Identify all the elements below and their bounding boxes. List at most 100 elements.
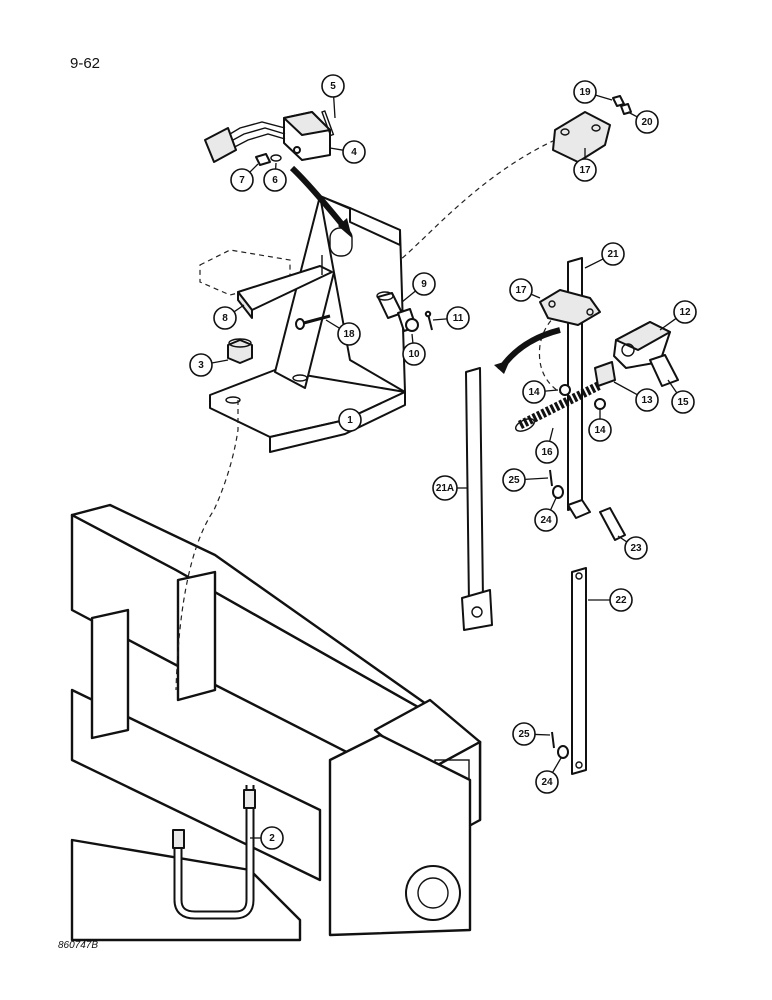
callout-number: 11	[453, 313, 464, 324]
u-bolt	[172, 785, 256, 920]
callout-19: 19	[573, 80, 613, 104]
callout-14: 14	[522, 380, 559, 404]
callout-7: 7	[230, 163, 259, 192]
callout-13: 13	[613, 381, 659, 412]
callout-number: 25	[518, 729, 530, 740]
callout-2: 2	[250, 826, 284, 850]
callout-number: 6	[272, 175, 278, 186]
callout-leader	[524, 477, 549, 481]
callout-leader	[659, 317, 677, 331]
callout-leader	[401, 290, 416, 303]
callout-number: 12	[679, 307, 691, 318]
callout-number: 25	[508, 475, 520, 486]
callout-number: 24	[540, 515, 552, 526]
callout-15: 15	[667, 379, 695, 414]
link-21a	[461, 367, 493, 631]
callout-leader	[613, 381, 638, 396]
callout-16: 16	[535, 427, 559, 464]
callout-10: 10	[402, 333, 426, 366]
callout-leader	[249, 163, 259, 173]
callout-circle	[338, 408, 362, 432]
callout-number: 17	[515, 285, 527, 296]
callout-circle	[446, 306, 470, 330]
callout-21a: 21A	[432, 475, 468, 501]
callout-8: 8	[213, 304, 245, 330]
bracket-shaft	[237, 255, 333, 319]
callout-12: 12	[659, 300, 697, 331]
page-number: 9-62	[70, 55, 101, 72]
callout-number: 22	[615, 595, 627, 606]
callout-circle	[337, 322, 361, 346]
callout-leader	[534, 733, 551, 736]
callout-number: 23	[630, 543, 642, 554]
callout-leader	[667, 379, 678, 394]
callout-4: 4	[329, 140, 366, 164]
flange-plate-top	[552, 95, 632, 163]
callout-circle	[635, 110, 659, 134]
callout-21: 21	[584, 242, 625, 269]
callout-circle	[601, 242, 625, 266]
bushing-assembly	[376, 291, 433, 332]
callout-leader	[333, 96, 336, 119]
callout-leader	[211, 359, 229, 364]
callout-circle	[263, 168, 287, 192]
callout-number: 24	[541, 777, 553, 788]
dashed-connector-bracket-frame	[175, 400, 239, 691]
callout-number: 9	[421, 279, 427, 290]
callout-24: 24	[535, 757, 562, 794]
callout-11: 11	[432, 306, 470, 330]
callout-circle	[573, 80, 597, 104]
callout-number: 13	[641, 395, 653, 406]
callout-circle	[213, 306, 237, 330]
callout-number: 18	[343, 329, 355, 340]
callout-circle	[522, 380, 546, 404]
callout-number: 1	[347, 415, 353, 426]
callout-circle	[534, 508, 558, 532]
callout-circle	[260, 826, 284, 850]
callout-circle	[502, 468, 526, 492]
callout-circle	[671, 390, 695, 414]
callout-circle	[402, 342, 426, 366]
callout-leader	[627, 111, 638, 118]
callout-leader	[617, 535, 628, 543]
callout-leader	[595, 94, 613, 101]
callout-1: 1	[338, 408, 362, 432]
callout-leader	[544, 389, 559, 392]
callout-number: 15	[677, 397, 689, 408]
callout-number: 3	[198, 360, 204, 371]
callout-leader	[411, 333, 414, 344]
carriage-bolt	[295, 314, 331, 330]
callout-number: 4	[351, 147, 357, 158]
callout-circle	[432, 475, 458, 501]
callout-circle	[189, 353, 213, 377]
callout-circle	[512, 722, 536, 746]
callout-circle	[573, 158, 597, 182]
callout-leader	[329, 147, 344, 151]
mounting-bracket	[199, 195, 406, 453]
callout-circle	[342, 140, 366, 164]
callout-circle	[230, 168, 254, 192]
callout-14: 14	[588, 410, 612, 442]
link-22	[571, 567, 587, 775]
callout-number: 10	[408, 349, 420, 360]
callout-number: 5	[330, 81, 336, 92]
callout-17: 17	[573, 148, 597, 182]
callout-20: 20	[627, 110, 659, 134]
callout-circle	[588, 418, 612, 442]
lever-hardware-lower	[551, 731, 569, 759]
switch-assembly	[204, 110, 352, 238]
callout-17: 17	[509, 278, 541, 302]
callout-number: 14	[594, 425, 606, 436]
callout-number: 14	[528, 387, 540, 398]
callout-circle	[412, 272, 436, 296]
callout-circle	[624, 536, 648, 560]
callout-leader	[551, 757, 562, 773]
callout-number: 21	[607, 249, 619, 260]
callout-9: 9	[401, 272, 436, 303]
callout-6: 6	[263, 162, 287, 192]
callout-layer: 123456789101112131414151617171819202121A…	[189, 74, 697, 850]
lever-hardware-upper	[549, 469, 626, 541]
callout-3: 3	[189, 353, 229, 377]
callout-circle	[673, 300, 697, 324]
callout-number: 8	[222, 313, 228, 324]
